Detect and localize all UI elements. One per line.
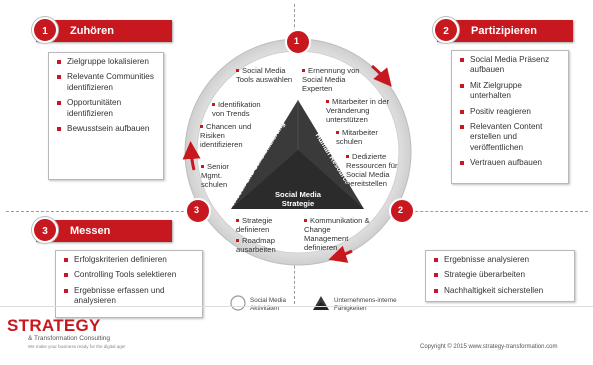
- measure-header: 3 Messen: [32, 217, 172, 243]
- brand-subtitle: & Transformation Consulting: [28, 335, 111, 342]
- list-item: Social Media Präsenz aufbauen: [458, 55, 564, 76]
- right-arc-item: Dedizierte Ressourcen für Social Media b…: [346, 152, 398, 188]
- participate-title: Partizipieren: [471, 25, 538, 37]
- participate-list: Social Media Präsenz aufbauen Mit Zielgr…: [451, 50, 569, 184]
- measure-title: Messen: [70, 225, 111, 237]
- right-arc-item: Mitarbeiter in der Veränderung unterstüt…: [326, 97, 389, 124]
- list-item: Nachhaltigkeit sicherstellen: [432, 286, 570, 296]
- footer-separator: [0, 306, 593, 307]
- bottom-left-item: Strategie definieren: [236, 216, 273, 234]
- ring-arrow-right: [371, 64, 392, 87]
- ring-marker-3: [185, 198, 211, 224]
- left-arc-item: Chancen und Risiken identifizieren: [200, 122, 252, 149]
- list-item: Positiv reagieren: [458, 107, 564, 117]
- list-item: Bewusstsein aufbauen: [55, 124, 159, 134]
- legend-circle-icon: [230, 295, 246, 311]
- legend-circle-text: Social Media Aktivitäten: [250, 297, 287, 312]
- legend-triangle-text: Unternehmens-interne Fähigkeiten: [334, 297, 397, 312]
- triangle-inner-highlight: [231, 150, 364, 209]
- copyright-text: Copyright © 2015 www.strategy-transforma…: [420, 344, 558, 350]
- listen-header: 1 Zuhören: [32, 17, 172, 43]
- list-item: Zielgruppe lokalisieren: [55, 57, 159, 67]
- listen-list: Zielgruppe lokalisieren Relevante Commun…: [48, 52, 164, 180]
- listen-title: Zuhören: [70, 25, 114, 37]
- left-arc-item: Social Media Tools auswählen: [236, 66, 293, 84]
- ring-marker-1: [285, 29, 311, 55]
- list-item: Controlling Tools selektieren: [62, 270, 198, 280]
- list-item: Ergebnisse erfassen und analysieren: [62, 286, 198, 307]
- list-item: Vertrauen aufbauen: [458, 158, 564, 168]
- ring-marker-2: [389, 198, 415, 224]
- ring-marker-2-label: 2: [398, 205, 404, 215]
- list-item: Relevante Communities identifizieren: [55, 72, 159, 93]
- list-item: Erfolgskriterien definieren: [62, 255, 198, 265]
- right-arc-item: Mitarbeiter schulen: [336, 128, 378, 146]
- listen-number-badge: 1: [32, 17, 58, 43]
- participate-header: 2 Partizipieren: [433, 17, 573, 43]
- right-arc-item: Ernennung von Social Media Experten: [302, 66, 360, 93]
- participate-number-badge: 2: [433, 17, 459, 43]
- left-arc-item: Senior Mgmt. schulen: [201, 162, 229, 189]
- left-arc-item: Identifikation von Trends: [212, 100, 261, 118]
- ring-marker-3-label: 3: [194, 205, 200, 215]
- list-item: Relevanten Content erstellen und veröffe…: [458, 122, 564, 153]
- brand-tagline: We make your business ready for the digi…: [28, 344, 126, 349]
- measure-number-badge: 3: [32, 217, 58, 243]
- list-item: Ergebnisse analysieren: [432, 255, 570, 265]
- ring-arrow-bottom: [328, 245, 353, 263]
- bottom-right-item: Kommunikation & Change Management defini…: [304, 216, 370, 252]
- bottom-left-item: Roadmap ausarbeiten: [236, 236, 276, 254]
- triangle-bottom-label: Social Media Strategie: [274, 190, 321, 208]
- list-item: Mit Zielgruppe unterhalten: [458, 81, 564, 102]
- ring-arrow-left: [182, 141, 201, 171]
- review-list: Ergebnisse analysieren Strategie überarb…: [425, 250, 575, 302]
- ring-marker-1-label: 1: [294, 36, 300, 46]
- list-item: Opportunitäten identifizieren: [55, 98, 159, 119]
- list-item: Strategie überarbeiten: [432, 270, 570, 280]
- brand-logo-text: STRATEGY: [7, 316, 101, 335]
